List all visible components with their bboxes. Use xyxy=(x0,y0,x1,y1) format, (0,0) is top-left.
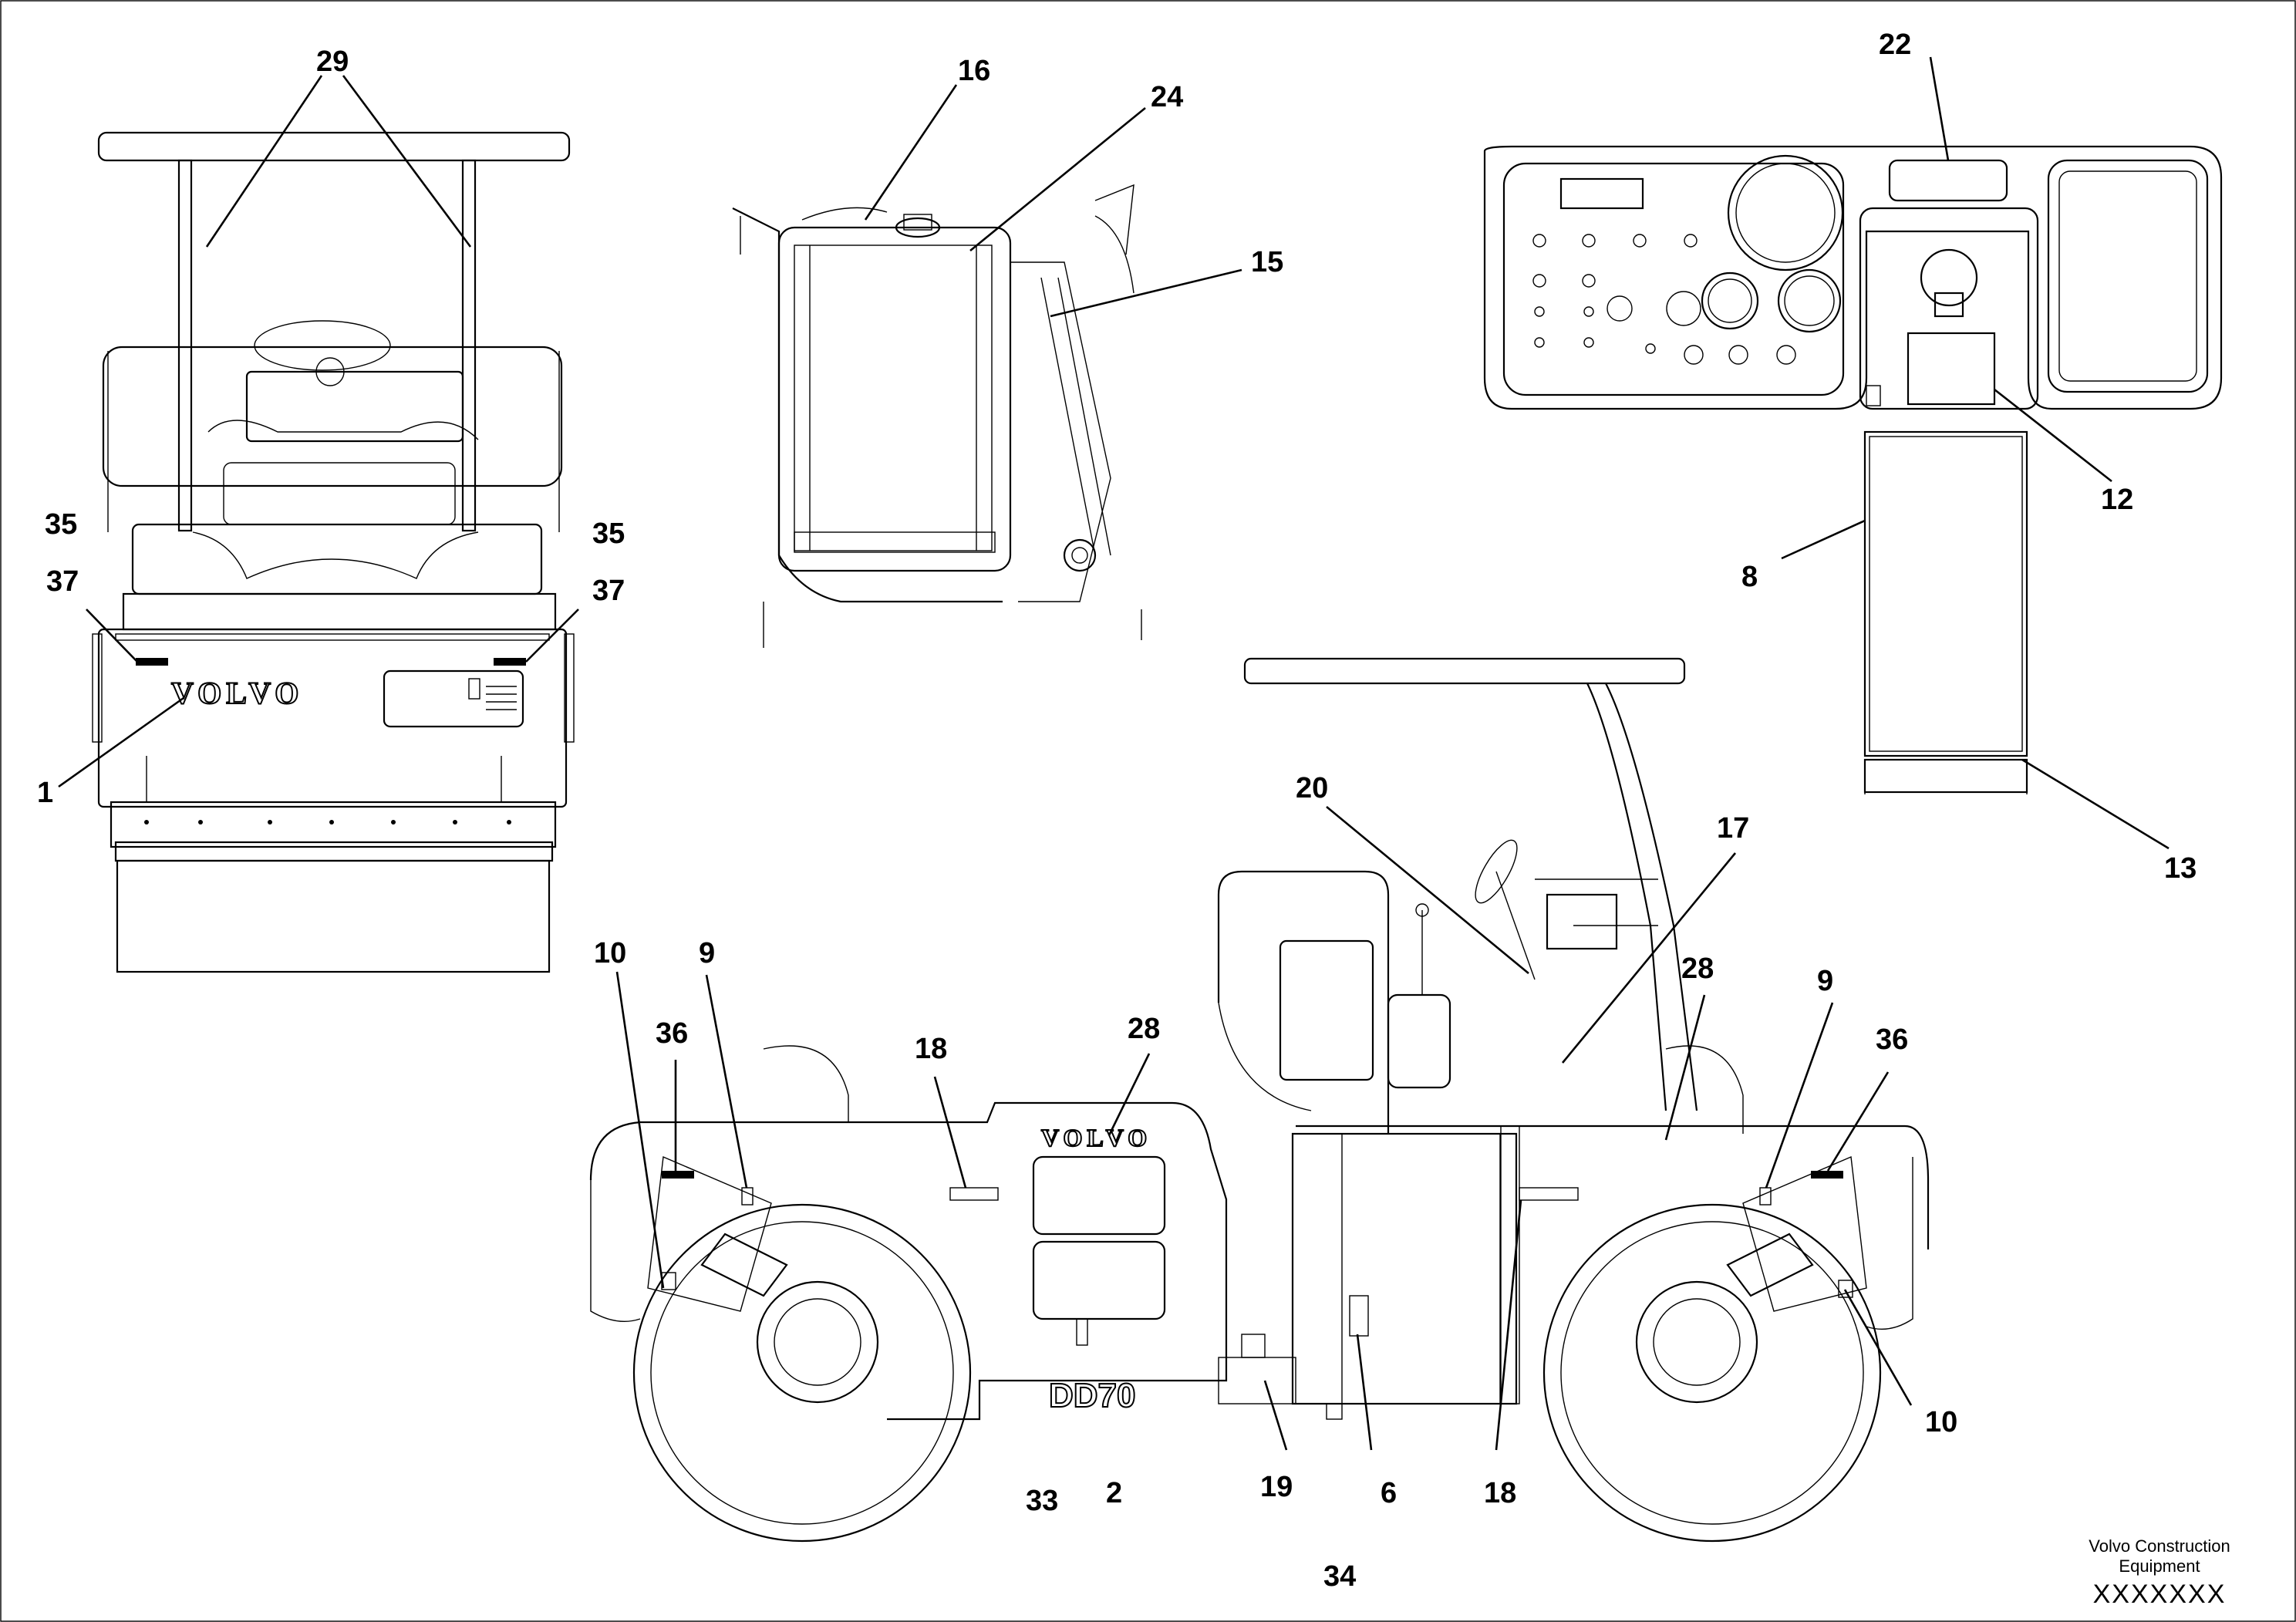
radiator-view-callouts: 16 24 15 xyxy=(958,55,1283,278)
callout-35-left: 35 xyxy=(45,508,77,541)
callout-13: 13 xyxy=(2164,852,2197,885)
side-view-callouts: 10 9 36 18 28 20 17 28 9 36 10 33 2 19 6… xyxy=(594,772,1957,1593)
callout-24: 24 xyxy=(1151,81,1183,113)
radiator-view-leaders xyxy=(864,84,1242,318)
radiator-view xyxy=(732,184,1142,648)
dashboard-view xyxy=(1483,145,2223,794)
callout-15: 15 xyxy=(1251,246,1283,278)
callout-18-lower: 18 xyxy=(1484,1477,1516,1509)
callout-12: 12 xyxy=(2101,484,2133,516)
front-view-leaders xyxy=(58,75,579,788)
callout-33: 33 xyxy=(1026,1485,1058,1517)
callout-37-right: 37 xyxy=(592,575,625,607)
drawing-code: XXXXXXX xyxy=(2093,1580,2227,1609)
callout-22: 22 xyxy=(1879,29,1911,61)
model-badge: DD70 xyxy=(1049,1377,1136,1415)
side-brand-label: VOLVO xyxy=(1041,1124,1151,1152)
callout-36-right: 36 xyxy=(1876,1023,1908,1056)
dashboard-view-callouts: 22 12 8 13 xyxy=(1741,29,2197,885)
callout-28-right: 28 xyxy=(1681,953,1714,985)
callout-2: 2 xyxy=(1106,1477,1122,1509)
company-line-2: Equipment xyxy=(2119,1556,2200,1576)
callout-20: 20 xyxy=(1296,772,1328,804)
callout-35-right: 35 xyxy=(592,518,625,550)
callout-6: 6 xyxy=(1381,1477,1397,1509)
front-view-callouts: 29 35 35 37 37 1 xyxy=(37,46,625,809)
front-view: VOLVO xyxy=(92,131,575,973)
front-brand-label: VOLVO xyxy=(171,676,303,710)
callout-8: 8 xyxy=(1741,561,1758,593)
callout-19: 19 xyxy=(1260,1471,1293,1503)
callout-17: 17 xyxy=(1717,812,1749,845)
side-view: VOLVO DD70 xyxy=(589,657,1930,1543)
callout-28-left: 28 xyxy=(1128,1013,1160,1045)
callout-9-left: 9 xyxy=(699,937,715,969)
callout-16: 16 xyxy=(958,55,990,87)
title-block: Volvo Construction Equipment XXXXXXX xyxy=(2089,1536,2230,1609)
callout-18-upper: 18 xyxy=(915,1033,947,1065)
callout-29: 29 xyxy=(316,46,349,78)
side-view-leaders xyxy=(615,805,1913,1451)
callout-10-right: 10 xyxy=(1925,1406,1957,1438)
callout-9-right: 9 xyxy=(1817,965,1833,997)
callout-37-left: 37 xyxy=(46,565,79,598)
callout-1: 1 xyxy=(37,777,53,809)
company-line-1: Volvo Construction xyxy=(2089,1536,2230,1556)
dashboard-view-leaders xyxy=(1781,56,2170,850)
callout-36-left: 36 xyxy=(656,1017,688,1050)
callout-10-left: 10 xyxy=(594,937,626,969)
callout-34: 34 xyxy=(1323,1560,1356,1593)
